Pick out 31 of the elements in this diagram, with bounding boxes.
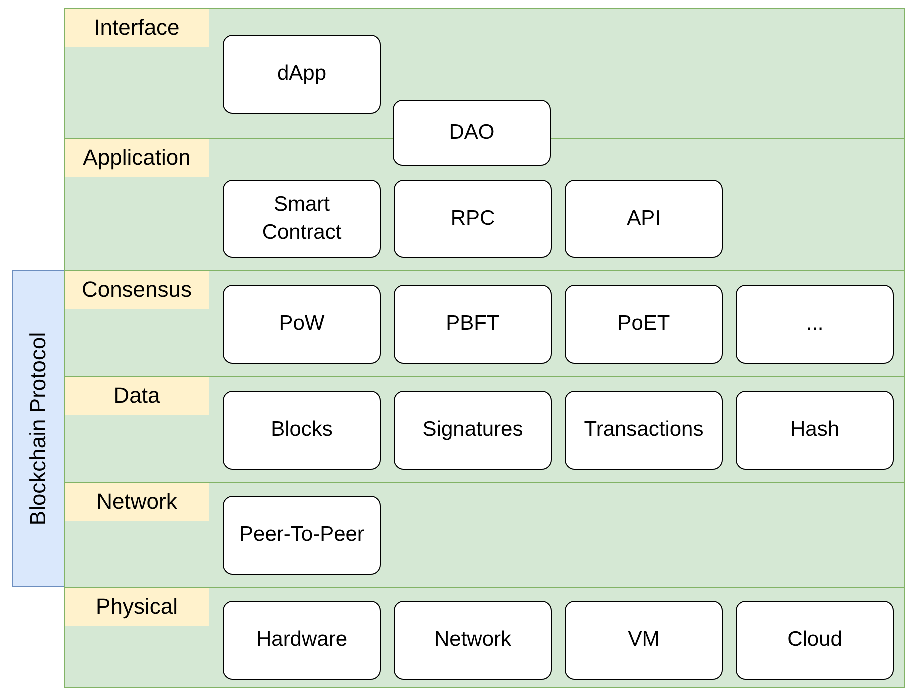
layer-label: Interface [65, 9, 209, 47]
layer-label: Data [65, 377, 209, 415]
component-box: VM [565, 601, 723, 680]
layer-label: Physical [65, 588, 209, 626]
component-box: Transactions [565, 391, 723, 470]
component-box: Cloud [736, 601, 894, 680]
component-box: PBFT [394, 285, 552, 364]
component-box: dApp [223, 35, 381, 114]
layer-band [64, 270, 905, 377]
component-box: Peer-To-Peer [223, 496, 381, 575]
layer-band [64, 376, 905, 483]
component-box: Smart Contract [223, 180, 381, 258]
component-box: Signatures [394, 391, 552, 470]
component-box: PoW [223, 285, 381, 364]
layer-label: Application [65, 139, 209, 177]
component-box: Blocks [223, 391, 381, 470]
component-box: Hardware [223, 601, 381, 680]
protocol-label: Blockchain Protocol [26, 332, 52, 526]
component-box: Hash [736, 391, 894, 470]
component-box: ... [736, 285, 894, 364]
layer-band [64, 587, 905, 688]
layer-label: Network [65, 483, 209, 521]
layer-band [64, 138, 905, 271]
component-box: DAO [393, 100, 551, 166]
component-box: Network [394, 601, 552, 680]
component-box: PoET [565, 285, 723, 364]
layer-band [64, 8, 905, 139]
component-box: RPC [394, 180, 552, 258]
component-box: API [565, 180, 723, 258]
layer-band [64, 482, 905, 588]
layer-label: Consensus [65, 271, 209, 309]
